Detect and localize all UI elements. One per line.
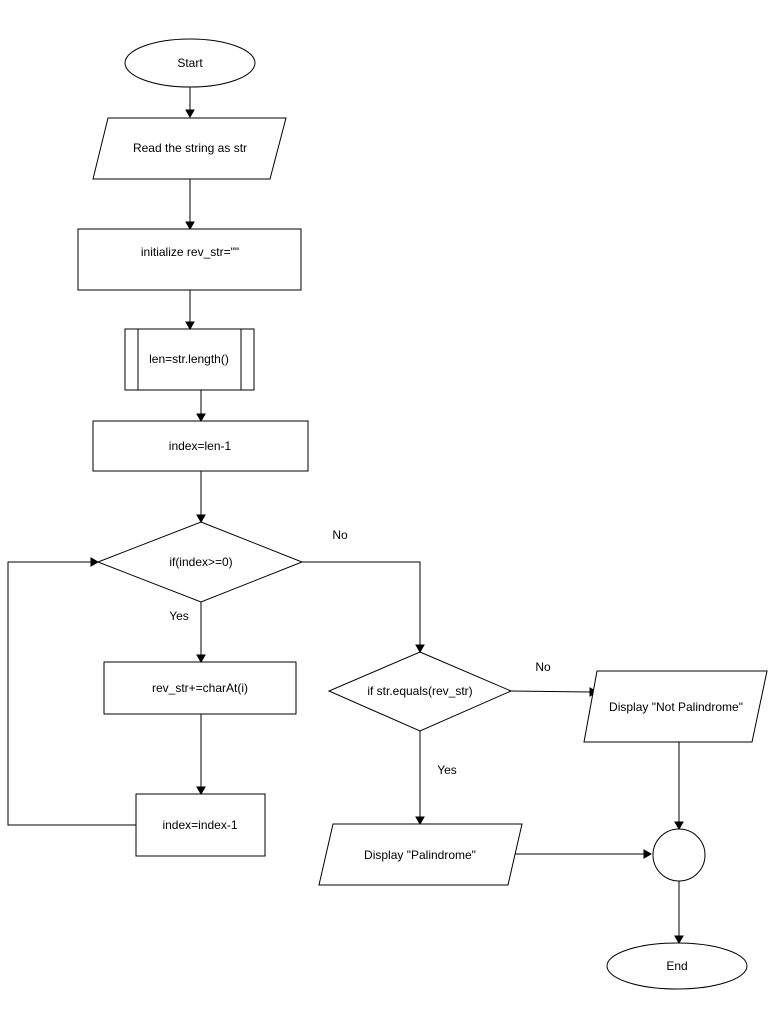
- palindrome-label: Display "Palindrome": [364, 848, 476, 862]
- init-node[interactable]: initialize rev_str="": [77, 228, 302, 291]
- edge-label-cond-equals-no: No: [535, 660, 551, 674]
- edge-equals-no-notpal: [510, 690, 591, 693]
- decrement-shape: [135, 793, 266, 857]
- not-palindrome-label: Display "Not Palindrome": [609, 700, 743, 714]
- arrowhead: [643, 849, 653, 859]
- edge-cond-no-equals: [302, 561, 421, 645]
- not-palindrome-node[interactable]: Display "Not Palindrome": [583, 670, 768, 743]
- arrowhead: [674, 821, 684, 831]
- arrowhead: [90, 557, 100, 567]
- read-label: Read the string as str: [133, 141, 247, 155]
- append-shape: [103, 661, 297, 715]
- start-label: Start: [177, 56, 203, 70]
- edge-label-cond-equals-yes: Yes: [437, 763, 457, 777]
- end-shape: [606, 942, 748, 990]
- read-node[interactable]: Read the string as str: [92, 117, 287, 180]
- index-init-label: index=len-1: [169, 439, 232, 453]
- palindrome-node[interactable]: Display "Palindrome": [318, 823, 523, 886]
- arrowhead: [415, 644, 425, 654]
- arrowhead: [185, 221, 195, 231]
- cond-index-node[interactable]: if(index>=0): [96, 521, 304, 603]
- end-node[interactable]: End: [606, 942, 748, 990]
- append-node[interactable]: rev_str+=charAt(i): [103, 661, 297, 715]
- append-label: rev_str+=charAt(i): [152, 681, 248, 695]
- connector-node[interactable]: [652, 828, 706, 882]
- arrowhead: [196, 654, 206, 664]
- init-label: initialize rev_str="": [141, 245, 239, 259]
- edge-loop-back: [7, 561, 136, 826]
- index-init-node[interactable]: index=len-1: [92, 420, 309, 472]
- cond-equals-label: if str.equals(rev_str): [367, 684, 472, 698]
- start-shape: [124, 38, 256, 88]
- decrement-node[interactable]: index=index-1: [135, 793, 266, 857]
- edge-label-cond-index-no: No: [332, 528, 348, 542]
- len-shape: [124, 328, 255, 391]
- edge-label-cond-index-yes: Yes: [169, 609, 189, 623]
- index-init-shape: [92, 420, 309, 472]
- cond-index-label: if(index>=0): [169, 555, 232, 569]
- arrowhead: [415, 816, 425, 826]
- connector-shape: [652, 828, 706, 882]
- arrowhead: [674, 935, 684, 945]
- arrowhead: [196, 786, 206, 796]
- palindrome-shape: [318, 823, 523, 886]
- cond-equals-node[interactable]: if str.equals(rev_str): [327, 651, 513, 732]
- init-shape: [77, 228, 302, 291]
- cond-index-shape: [96, 521, 304, 603]
- arrowhead: [185, 109, 195, 119]
- arrowhead: [196, 514, 206, 524]
- arrowhead: [185, 321, 195, 331]
- decrement-label: index=index-1: [162, 818, 237, 832]
- len-node[interactable]: len=str.length(): [124, 328, 255, 391]
- start-node[interactable]: Start: [124, 38, 256, 88]
- cond-equals-shape: [327, 651, 513, 732]
- len-label: len=str.length(): [149, 352, 229, 366]
- not-palindrome-shape: [583, 670, 768, 743]
- read-shape: [92, 117, 287, 180]
- arrowhead: [196, 413, 206, 423]
- end-label: End: [666, 959, 687, 973]
